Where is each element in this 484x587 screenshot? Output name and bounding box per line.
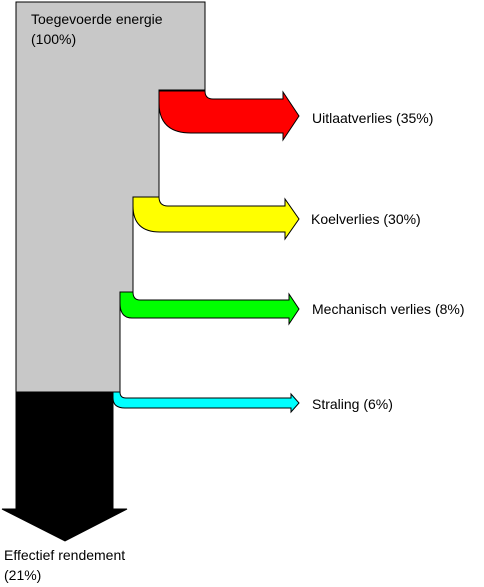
loss-flow-mechanical xyxy=(119,291,300,326)
loss-label-cooling: Koelverlies (30%) xyxy=(311,211,421,227)
loss-flow-cooling xyxy=(132,196,300,241)
loss-label-exhaust: Uitlaatverlies (35%) xyxy=(312,110,433,126)
output-label: Effectief rendement xyxy=(4,547,125,563)
loss-flow-radiation xyxy=(112,391,300,414)
loss-label-radiation: Straling (6%) xyxy=(312,396,393,412)
loss-flow-exhaust xyxy=(158,90,300,142)
input-percent-label: (100%) xyxy=(31,31,76,47)
output-arrow xyxy=(1,391,128,542)
output-percent-label: (21%) xyxy=(4,567,41,583)
input-label: Toegevoerde energie xyxy=(31,11,163,27)
input-trunk xyxy=(15,1,206,393)
loss-label-mechanical: Mechanisch verlies (8%) xyxy=(312,301,465,317)
